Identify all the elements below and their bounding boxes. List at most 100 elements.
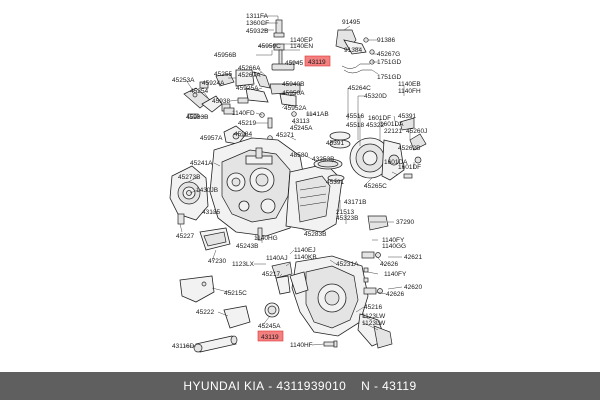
part-label: 1601DA [380,121,404,128]
oil-level-gauge-bracket [271,43,295,71]
seal-ring-48580 [313,158,343,170]
part-label: 45518 [346,122,364,129]
highlight-box-top [304,55,331,67]
part-label: 1140HG [254,235,278,242]
part-label: 45253A [172,77,195,84]
part-label: 45264C [348,85,371,92]
part-label: 45320D [364,93,387,100]
part-label: 45323B [336,215,358,222]
part-label: 1601DF [368,115,391,122]
part-label: 45217 [262,271,280,278]
part-label: 45945 [285,60,303,67]
part-label: 1140EJ [294,247,316,254]
exploded-parts-diagram: 1311FA 1360CF 45932B 91495 91386 91384 4… [169,13,427,353]
part-label: 1140EN [290,43,313,50]
part-label: 42620 [404,284,422,291]
part-label: 43171B [344,199,366,206]
part-label: 45391 [398,113,416,120]
shift-linkage-parts [183,69,301,119]
part-label: 45243B [236,243,258,250]
converter-housing [289,255,393,349]
part-label: 1123LW [362,313,386,320]
part-label: 45391 [326,179,344,186]
part-label: 43113 [292,118,310,125]
part-label: 45271 [276,132,294,139]
part-label: 42626 [380,261,398,268]
part-label: 1140HF [290,342,313,349]
transaxle-case [209,137,305,237]
part-label: 1751GD [377,59,402,66]
part-label: 42626 [386,291,404,298]
piston-rings-stack [327,131,351,182]
part-label: 45267A [238,72,261,79]
part-label: 45245A [290,125,313,132]
part-label: 45262B [398,145,420,152]
wiring-connector-cluster [335,29,375,74]
part-label: 22121 [384,128,402,135]
part-label: 45932B [246,28,268,35]
part-label: 45245A [258,323,281,330]
part-label: 45216 [364,304,382,311]
part-label: 45957A [200,135,223,142]
part-label: 1123LX [232,261,255,268]
part-label: 1140EP [290,37,313,44]
part-label: 45255 [214,71,232,78]
tube-43116D [193,335,238,353]
part-label-highlighted: 43119 [261,334,279,341]
part-label: 45959C [258,43,281,50]
part-label: 1141AB [306,111,329,118]
part-label: 45940B [282,81,304,88]
parts-drawing [169,19,427,353]
part-label: 1123LW [362,320,386,327]
part-label: 1601DA [384,159,408,166]
bracket-45215C [179,275,215,303]
bolt-1140HF [323,340,338,348]
right-small-parts [399,117,427,179]
part-label: 45241A [190,160,213,167]
part-label: 45219 [238,120,256,127]
part-label: 1140EB [398,81,421,88]
plate-45222 [223,305,251,329]
speed-sensors [361,251,383,295]
part-label: 91384 [344,47,362,54]
seal-45245A [264,302,280,318]
part-label-highlighted: 43119 [308,59,326,66]
solenoid-bracket [223,125,247,145]
make-name: KIA [243,379,265,393]
part-label: 1140KB [294,254,317,261]
part-label: 45391 [326,140,344,147]
part-label: 43135 [202,209,220,216]
brand-name: HYUNDAI [183,379,241,393]
part-label: 1430JB [196,187,218,194]
part-label: 21513 [336,209,354,216]
part-label: 47230 [208,258,226,265]
part-label: 45984 [234,131,252,138]
part-label: 1140FH [398,88,421,95]
part-label: 1140FD [232,110,255,117]
part-label: 45952A [284,105,307,112]
part-label: 45267G [377,51,400,58]
part-label: 1601DF [398,164,421,171]
part-label: 45254 [190,88,208,95]
part-label: 45516 [346,113,364,120]
part-label: 1140AJ [266,255,288,262]
bracket-37290 [367,215,389,231]
footer-separator: - [268,379,273,393]
part-label: 48580 [290,152,308,159]
part-info-footer: HYUNDAI KIA - 4311939010 N - 43119 [0,372,600,400]
part-label: 45283B [304,231,326,238]
part-label: 1140GG [382,243,406,250]
clutch-assembly [349,137,405,181]
part-label: 45925A [236,85,259,92]
part-number: 4311939010 [276,379,347,393]
part-label: 45322 [366,122,384,129]
part-label: 45231A [336,261,359,268]
part-label: 1140FY [382,237,405,244]
part-label: 43253B [312,156,334,163]
highlight-box-bottom [257,330,284,342]
part-label: 45227 [176,233,194,240]
part-label: 1360CF [246,20,269,27]
part-label: 1311FA [246,13,269,20]
part-label: 45265C [364,183,387,190]
part-label: 45215C [224,290,247,297]
